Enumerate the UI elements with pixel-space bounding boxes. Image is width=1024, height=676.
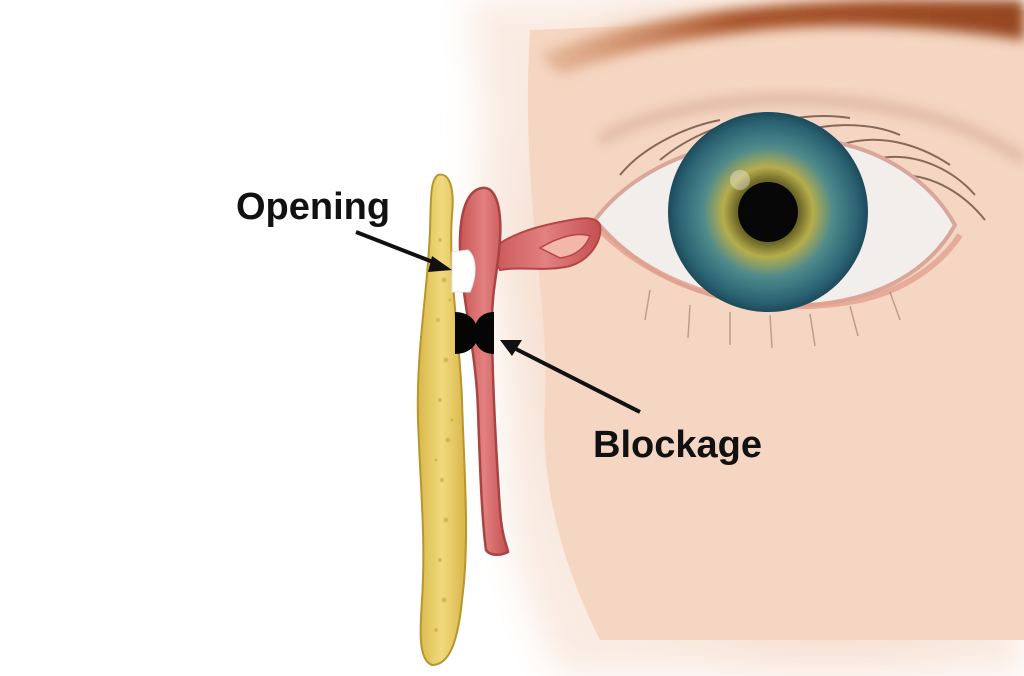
opening-label: Opening (236, 186, 391, 228)
blockage-marker (455, 312, 494, 354)
bone-texture (434, 238, 454, 632)
lower-eyelashes (644, 289, 901, 349)
eyelid-crease (597, 93, 1024, 165)
eyebrow (540, 0, 1024, 75)
blockage-label: Blockage (593, 424, 762, 466)
nasolacrimal-duct (458, 186, 510, 556)
blockage-arrow (500, 340, 641, 414)
opening-marker (451, 249, 476, 293)
lower-eyelid (597, 227, 963, 310)
opening-arrow (355, 230, 452, 272)
nasal-bone (416, 173, 468, 667)
eye-highlight (730, 170, 750, 190)
eye-pupil (738, 182, 798, 242)
canaliculus (488, 217, 602, 272)
canaliculus-inner (538, 233, 592, 259)
